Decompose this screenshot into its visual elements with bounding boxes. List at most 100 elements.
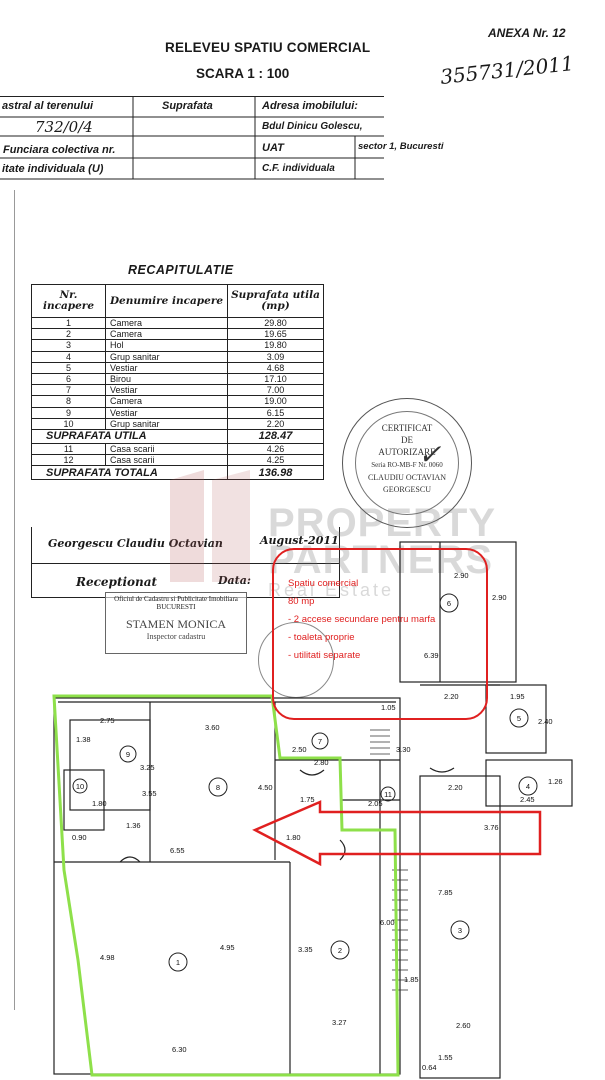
dimension-label: 3.55: [142, 789, 157, 798]
surface-label: Suprafata: [162, 100, 213, 112]
dimension-label: 0.64: [422, 1063, 437, 1072]
dimension-label: 1.80: [92, 799, 107, 808]
cell-area: 19.65: [227, 328, 324, 341]
page-edge-line: [14, 190, 15, 1010]
cadastral-info-table: astral al terenului 732/0/4 Suprafata Ad…: [0, 96, 444, 180]
room-label: 2: [338, 946, 342, 955]
dimension-label: 1.75: [300, 795, 315, 804]
dimension-label: 4.50: [258, 783, 273, 792]
individual-unit-label: itate individuala (U): [2, 163, 104, 175]
stamp-line: CERTIFICAT: [381, 423, 433, 433]
dimension-label: 2.75: [100, 716, 115, 725]
dimension-label: 6.00: [380, 918, 395, 927]
col-surface-header: Suprafata utila (mp): [227, 284, 324, 318]
room-label: 5: [517, 714, 521, 723]
promo-line: Spatiu comercial: [288, 578, 359, 589]
cell-area: 4.25: [227, 454, 324, 467]
cell-name: Vestiar: [105, 406, 228, 419]
cell-area: 4.68: [227, 361, 324, 374]
promo-callout: Spatiu comercial 80 mp - 2 accese secund…: [272, 548, 488, 720]
cell-name: Camera: [105, 328, 228, 341]
recap-title: RECAPITULATIE: [128, 263, 234, 277]
cell-area: 6.15: [227, 406, 324, 419]
room-label: 8: [216, 783, 220, 792]
dimension-label: 3.27: [332, 1018, 347, 1027]
office-stamp-line: BUCURESTI: [156, 603, 196, 611]
dimension-label: 1.05: [381, 703, 396, 712]
table-grid-lines: [0, 96, 384, 180]
dimension-label: 6.55: [170, 846, 185, 855]
watermark-line: PARTNERS: [268, 538, 494, 582]
dimension-label: 3.76: [484, 823, 499, 832]
cell-area: 4.26: [227, 442, 324, 456]
stamp-line: AUTORIZARE: [378, 447, 436, 457]
cadastral-label: astral al terenului: [2, 100, 94, 112]
cell-nr: 8: [31, 395, 106, 408]
cell-name: Vestiar: [105, 384, 228, 397]
floor-plan: 1 2 3 4 5 6 7 8 9 10 11 2.75 3.60 2.50 1…: [52, 541, 573, 1079]
dimension-label: 2.90: [492, 593, 507, 602]
dimension-label: 2.05: [368, 799, 383, 808]
room-label: 6: [447, 599, 451, 608]
cell-nr: 1: [31, 316, 106, 330]
cell-nr: 9: [31, 406, 106, 419]
received-label: Receptionat: [76, 575, 158, 589]
date-label: Data:: [218, 574, 251, 587]
authorization-stamp: CERTIFICAT DE AUTORIZARE Seria RO-MB-F N…: [342, 398, 472, 528]
promo-line: - 2 accese secundare pentru marfa: [288, 614, 436, 625]
dimension-label: 1.85: [404, 975, 419, 984]
dimension-label: 1.26: [548, 777, 563, 786]
cell-nr: 12: [31, 454, 106, 467]
cell-nr: 5: [31, 361, 106, 374]
author-date: August-2011: [260, 534, 339, 547]
dimension-label: 2.90: [454, 571, 469, 580]
room-label: 9: [126, 750, 130, 759]
cell-name: Casa scarii: [105, 454, 228, 467]
cell-name: Vestiar: [105, 361, 228, 374]
document-title: RELEVEU SPATIU COMERCIAL: [165, 40, 371, 55]
stamp-line: DE: [401, 435, 413, 445]
col-nr-header: Nr. incapere: [31, 284, 106, 318]
dimension-label: 1.80: [286, 833, 301, 842]
dimension-label: 3.35: [298, 945, 313, 954]
dimension-label: 6.39: [424, 651, 439, 660]
recap-header-row: Nr. incapere Denumire incapere Suprafata…: [31, 284, 324, 318]
cell-nr: 4: [31, 350, 106, 363]
cell-area: 2.20: [227, 417, 324, 430]
cell-name: Camera: [105, 395, 228, 408]
useful-surface-label: SUPRAFATA UTILA: [31, 428, 228, 444]
room-label: 10: [76, 782, 84, 791]
dimension-label: 2.60: [456, 1021, 471, 1030]
annex-number: ANEXA Nr. 12: [488, 26, 566, 40]
entrance-arrow: [252, 800, 542, 867]
office-stamp-line: Oficiul de Cadastru si Publicitate Imobi…: [114, 595, 238, 603]
cf-label: C.F. individuala: [262, 163, 335, 174]
dimension-label: 1.36: [126, 821, 141, 830]
watermark-text: PROPERTY PARTNERS Real Estate: [268, 501, 497, 601]
dimension-label: 3.60: [205, 723, 220, 732]
dimension-label: 2.20: [448, 783, 463, 792]
dimension-label: 0.90: [72, 833, 87, 842]
room-label: 11: [384, 790, 392, 799]
cell-name: Grup sanitar: [105, 417, 228, 430]
dimension-label: 4.95: [220, 943, 235, 952]
cell-name: Casa scarii: [105, 442, 228, 456]
watermark-line: PROPERTY: [268, 501, 497, 545]
divider: [32, 563, 339, 564]
useful-surface-value: 128.47: [227, 428, 324, 444]
dimension-label: 2.80: [314, 758, 329, 767]
watermark-logo: [170, 470, 250, 582]
dimension-label: 3.30: [396, 745, 411, 754]
stamp-line: Seria RO-MB-F Nr. 0060: [371, 461, 443, 469]
dimension-label: 4.98: [100, 953, 115, 962]
room-label: 4: [526, 782, 530, 791]
cell-nr: 6: [31, 372, 106, 386]
